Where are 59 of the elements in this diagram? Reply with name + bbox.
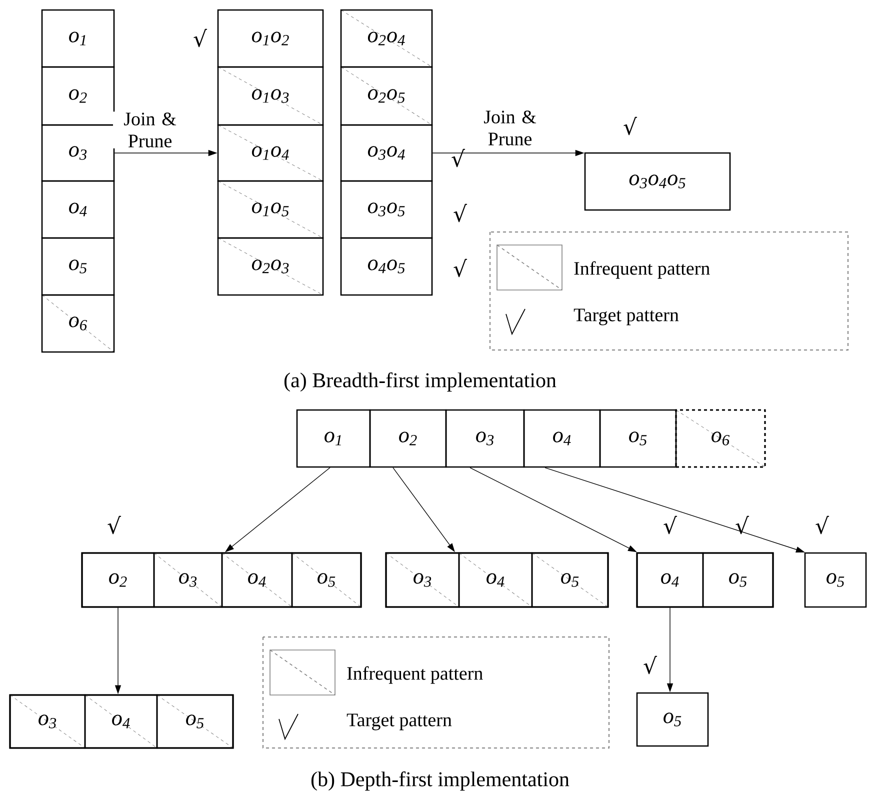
pattern-cell: o$_{5}$ [156,694,234,749]
check-mark: √ [736,516,750,534]
pattern-cell: o$_{1}$o$_{3}$ [217,66,324,126]
pattern-cell: o$_{2}$ [369,409,447,468]
pattern-cell: o$_{3}$ [445,409,525,468]
pattern-cell: o$_{4}$ [221,552,293,608]
pattern-cell: o$_{5}$ [531,552,609,608]
pattern-cell: o$_{3}$o$_{5}$ [340,180,433,239]
pattern-cell: o$_{3}$ [9,694,86,749]
pattern-cell: o$_{4}$ [636,552,704,608]
pattern-cell: o$_{4}$o$_{5}$ [340,237,433,296]
pattern-cell: o$_{6}$ [41,294,115,353]
pattern-cell: o$_{2}$o$_{3}$ [217,237,324,296]
pattern-cell: o$_{5}$ [702,552,774,608]
pattern-cell: o$_{1}$o$_{4}$ [217,124,324,182]
check-mark: √ [454,258,468,278]
pattern-cell: o$_{5}$ [41,237,115,296]
legend-label: Infrequent pattern [347,666,483,684]
pattern-cell: o$_{6}$ [675,409,766,468]
pattern-cell: o$_{4}$ [458,552,533,608]
check-mark: √ [624,116,638,136]
pattern-cell: o$_{3}$ [153,552,223,608]
row-box [385,552,609,608]
legend-label: Infrequent pattern [574,261,710,279]
caption: (b) Depth-first implementation [311,771,570,791]
pattern-cell: o$_{4}$ [84,694,158,749]
check-mark: √ [816,516,830,534]
check-mark: √ [108,516,122,534]
pattern-cell: o$_{2}$ [81,552,155,608]
pattern-cell: o$_{1}$o$_{5}$ [217,180,324,239]
row-box [636,552,774,608]
edge-label: Join & Prune [113,112,187,148]
pattern-cell: o$_{3}$o$_{4}$ [340,124,433,182]
pattern-cell: o$_{3}$ [41,124,115,182]
pattern-cell: o$_{3}$o$_{4}$o$_{5}$ [584,152,731,211]
pattern-cell: o$_{4}$ [523,409,601,468]
check-mark: √ [664,516,678,534]
row-box [9,694,234,749]
legend-label: Target pattern [346,714,452,730]
pattern-cell: o$_{2}$o$_{4}$ [340,9,433,68]
pattern-cell: o$_{1}$ [296,409,371,468]
check-mark: √ [644,656,658,674]
row-box [81,552,362,608]
pattern-cell: o$_{2}$o$_{5}$ [340,66,433,126]
pattern-cell: o$_{5}$ [636,692,709,747]
legend-label: Target pattern [574,308,679,326]
caption: (a) Breadth-first implementation [284,372,556,392]
pattern-cell: o$_{2}$ [41,66,115,126]
pattern-cell: o$_{5}$ [291,552,362,608]
edge-label: Join & Prune [473,110,547,146]
check-mark: √ [452,148,466,168]
pattern-cell: o$_{1}$o$_{2}$ [217,9,324,68]
pattern-cell: o$_{5}$ [804,552,867,608]
pattern-cell: o$_{3}$ [385,552,460,608]
pattern-cell: o$_{4}$ [41,180,115,239]
pattern-cell: o$_{1}$ [41,9,115,68]
pattern-cell: o$_{5}$ [599,409,677,468]
check-mark: √ [454,204,468,222]
check-mark: √ [194,28,208,48]
